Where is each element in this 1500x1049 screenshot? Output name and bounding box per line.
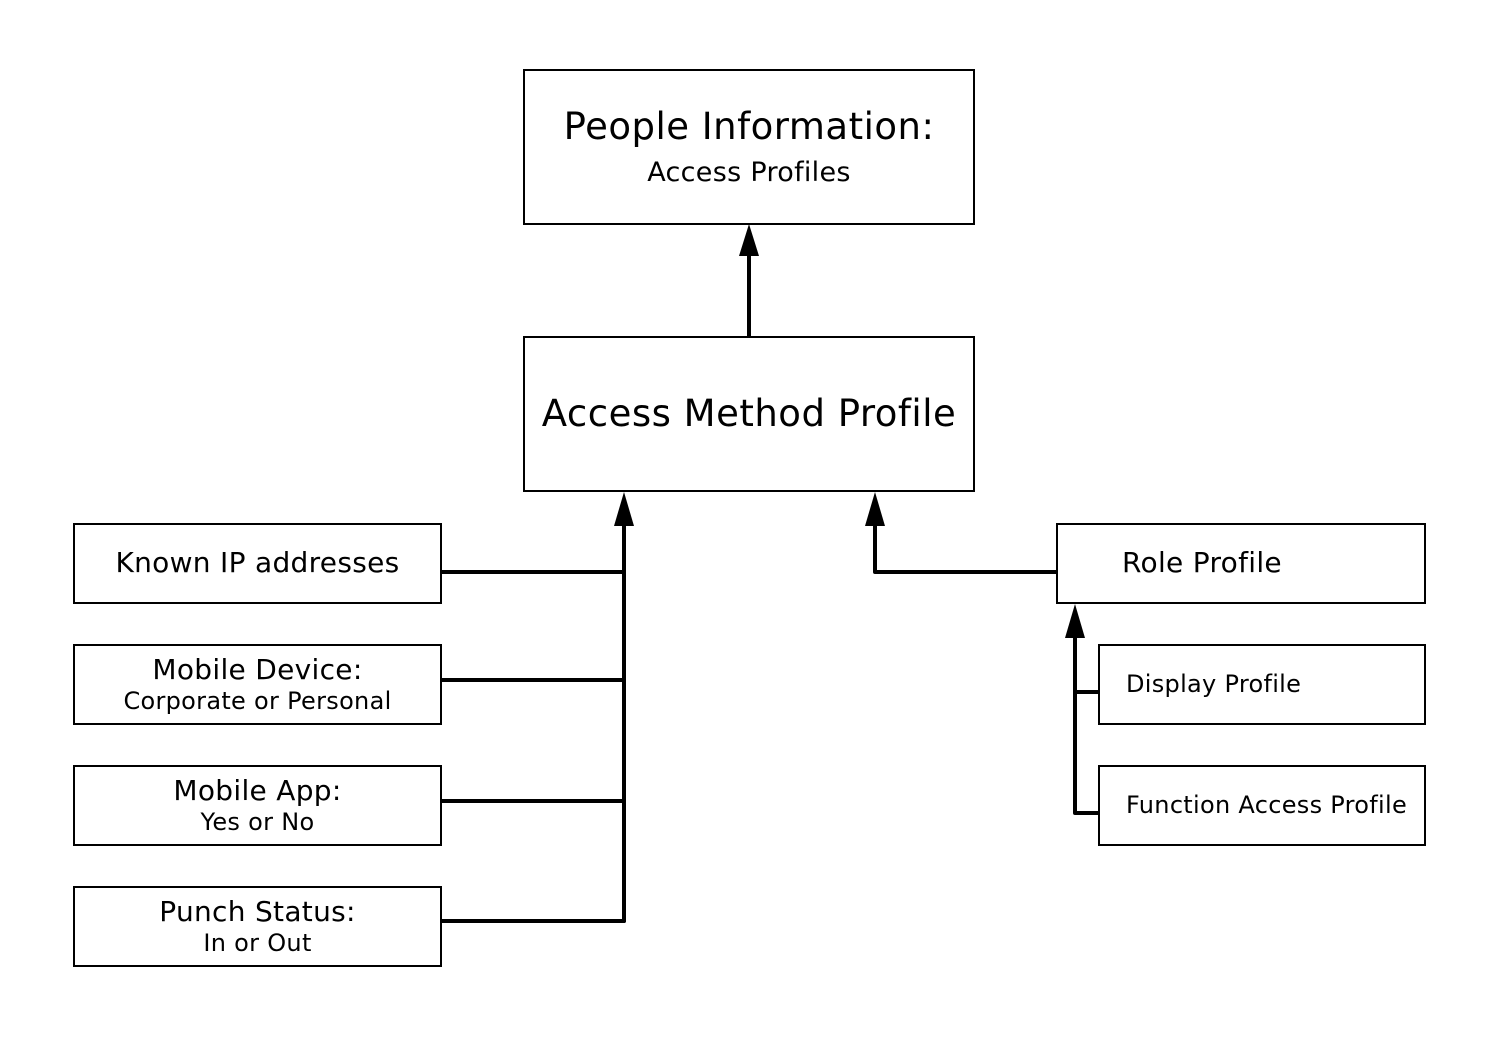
node-title: Known IP addresses	[115, 546, 400, 580]
node-people-information: People Information: Access Profiles	[523, 69, 975, 225]
node-title: Display Profile	[1126, 669, 1302, 698]
node-access-method-profile: Access Method Profile	[523, 336, 975, 492]
node-title: People Information:	[563, 105, 935, 149]
node-known-ip-addresses: Known IP addresses	[73, 523, 442, 604]
node-title: Function Access Profile	[1126, 790, 1408, 819]
node-subtitle: Yes or No	[200, 807, 315, 836]
node-display-profile: Display Profile	[1098, 644, 1426, 725]
node-subtitle: Corporate or Personal	[123, 686, 392, 715]
node-subtitle: Access Profiles	[647, 156, 851, 188]
arrowhead-role-profile	[1065, 604, 1085, 638]
arrowhead-access-method-left	[614, 492, 634, 526]
node-role-profile: Role Profile	[1056, 523, 1426, 604]
node-title: Mobile Device:	[152, 652, 363, 686]
node-title: Role Profile	[1122, 546, 1282, 580]
edge-role-profile-to-access-method	[873, 520, 1058, 574]
node-mobile-app: Mobile App: Yes or No	[73, 765, 442, 846]
arrowhead-people-info	[739, 224, 759, 256]
node-punch-status: Punch Status: In or Out	[73, 886, 442, 967]
arrowhead-access-method-right	[865, 492, 885, 526]
node-mobile-device: Mobile Device: Corporate or Personal	[73, 644, 442, 725]
node-title: Mobile App:	[173, 773, 342, 807]
node-function-access-profile: Function Access Profile	[1098, 765, 1426, 846]
node-title: Punch Status:	[159, 894, 356, 928]
edge-right-trunk	[1073, 632, 1100, 815]
node-title: Access Method Profile	[541, 391, 957, 435]
node-subtitle: In or Out	[203, 928, 312, 957]
